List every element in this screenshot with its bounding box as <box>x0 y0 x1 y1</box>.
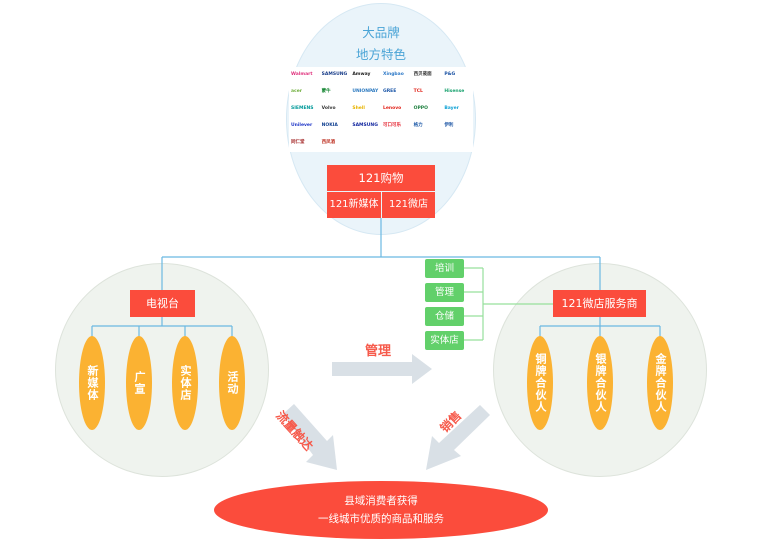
brand-logo: 格力 <box>413 123 423 128</box>
consumer-outcome-ellipse: 县域消费者获得 一线城市优质的商品和服务 <box>214 481 548 539</box>
brand-logo: 蒙牛 <box>321 89 331 94</box>
shop-121-box: 121购物 <box>327 165 435 191</box>
partner-bronze: 铜牌合伙人 <box>527 336 553 430</box>
partner-gold: 金牌合伙人 <box>647 336 673 430</box>
brand-logo: 同仁堂 <box>291 140 305 145</box>
brand-title-line2: 地方特色 <box>355 47 406 62</box>
arrow-down-right-traffic <box>283 404 337 470</box>
brand-logo: GREE <box>383 89 397 94</box>
brand-logo: Unilever <box>291 123 313 128</box>
brand-logo: NOKIA <box>321 123 338 128</box>
green-connectors <box>464 267 553 341</box>
green-item-training: 培训 <box>425 259 464 278</box>
brand-logo: P&G <box>444 72 456 77</box>
brand-logo: SIEMENS <box>291 106 314 111</box>
outcome-line1: 县域消费者获得 <box>344 495 418 507</box>
brand-logo: Xingbao <box>383 72 404 77</box>
shop-micro-store-box: 121微店 <box>382 192 435 218</box>
tv-item-events: 活动 <box>219 336 245 430</box>
brand-logo: SAMSUNG <box>352 123 378 128</box>
brand-title-line1: 大品牌 <box>362 25 400 40</box>
brand-logo: Shell <box>352 106 365 111</box>
green-item-warehousing: 仓储 <box>425 307 464 326</box>
brand-logo: 可口可乐 <box>383 123 401 128</box>
service-provider-box: 121微店服务商 <box>553 290 646 317</box>
brand-logo: OPPO <box>413 106 428 111</box>
brand-title: 大品牌 地方特色 <box>306 22 456 66</box>
arrow-down-left-sales <box>426 405 490 470</box>
outcome-line2: 一线城市优质的商品和服务 <box>318 513 444 525</box>
shop-new-media-box: 121新媒体 <box>327 192 381 218</box>
green-item-physical-store: 实体店 <box>425 331 464 350</box>
tv-item-promotion: 广宣 <box>126 336 152 430</box>
arrow-right-management <box>332 354 432 384</box>
brand-logo: SAMSUNG <box>321 72 348 77</box>
arrow-label-management: 管理 <box>365 344 392 359</box>
green-item-management: 管理 <box>425 283 464 302</box>
brand-logo: Volvo <box>321 106 336 111</box>
brand-logo: Hisense <box>444 89 465 94</box>
tv-station-box: 电视台 <box>130 290 195 317</box>
tv-item-physical-store: 实体店 <box>172 336 198 430</box>
brand-logo: acer <box>291 89 302 94</box>
brand-logo: TCL <box>413 89 423 94</box>
brand-logo: 西凤酒 <box>321 140 336 145</box>
brand-logo: Walmart <box>291 72 313 77</box>
brand-logo: Bayer <box>444 106 459 111</box>
tv-item-new-media: 新媒体 <box>79 336 105 430</box>
brand-logo: Amway <box>352 72 371 77</box>
brand-logo: UNIONPAY <box>352 89 379 94</box>
blue-connectors <box>91 218 661 338</box>
partner-silver: 银牌合伙人 <box>587 336 613 430</box>
brand-logo: Lenovo <box>383 106 402 111</box>
brand-logo: 西贝莜面 <box>413 72 432 77</box>
brand-logo: 伊利 <box>444 123 454 128</box>
